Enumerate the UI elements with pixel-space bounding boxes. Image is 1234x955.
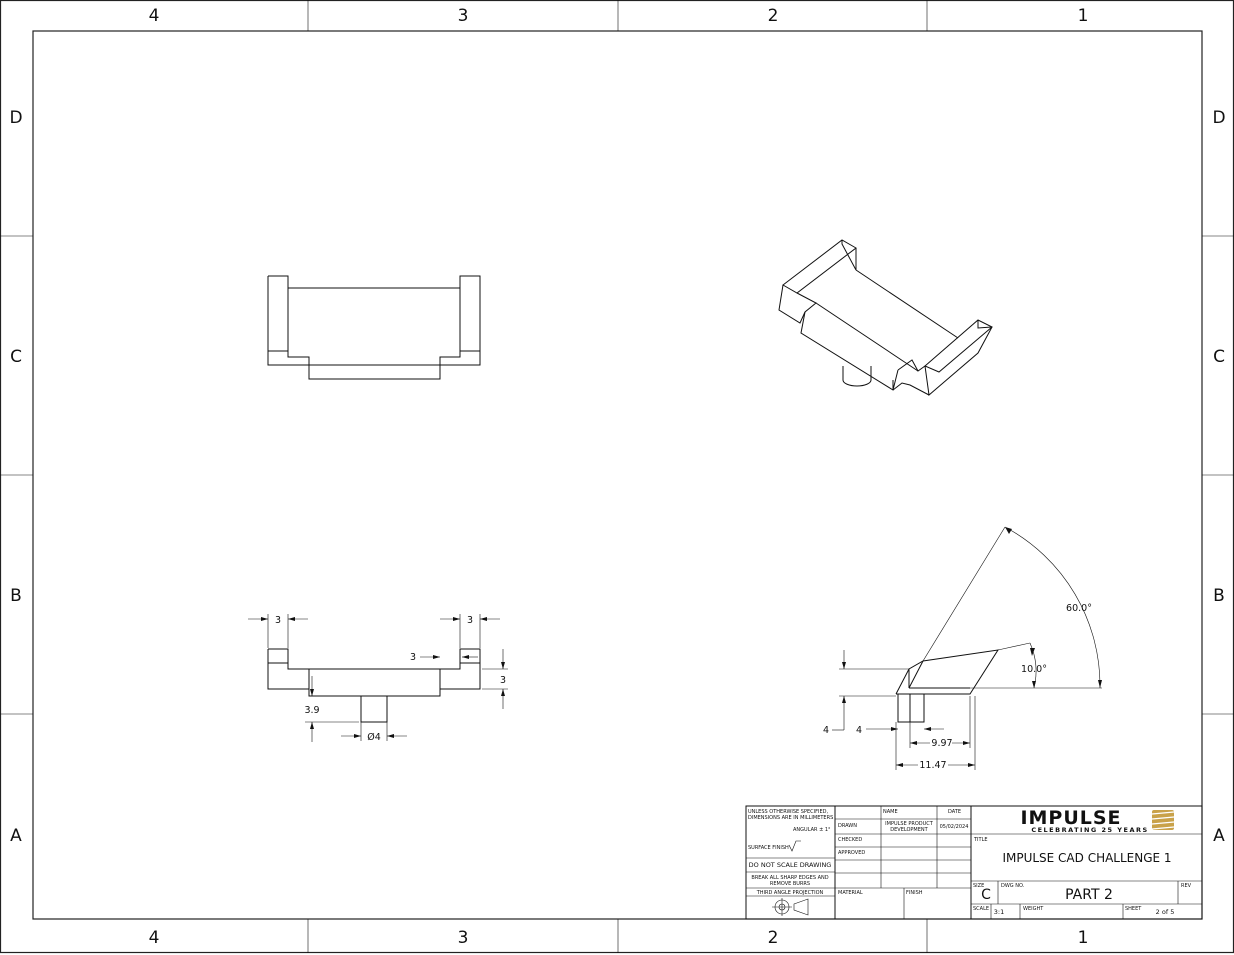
dim-3-right: 3 <box>467 615 473 626</box>
drawn-date: 05/02/2024 <box>940 824 969 830</box>
dwg-no-label: DWG NO. <box>1001 883 1025 889</box>
impulse-logo: IMPULSE CELEBRATING 25 YEARS <box>1020 807 1175 834</box>
zone-row-left-d: D <box>9 108 22 128</box>
dim-angle-10: 10.0° <box>1021 664 1047 675</box>
dim-dia-4: Ø4 <box>367 732 381 743</box>
col-name-label: NAME <box>883 809 898 815</box>
dim-3-9: 3.9 <box>304 705 319 716</box>
logo-tagline: CELEBRATING 25 YEARS <box>1031 826 1148 834</box>
dim-4-horizontal: 4 <box>856 725 862 736</box>
zone-col-top-4: 4 <box>149 6 160 26</box>
zone-row-left-b: B <box>10 586 22 606</box>
zone-row-left-a: A <box>10 826 22 846</box>
dim-3-left: 3 <box>275 615 281 626</box>
row-approved-label: APPROVED <box>838 850 865 856</box>
scale-value: 3:1 <box>994 908 1004 916</box>
col-date-label: DATE <box>948 809 961 815</box>
tolerance-note-2: DIMENSIONS ARE IN MILLIMETERS <box>748 815 833 821</box>
do-not-scale: DO NOT SCALE DRAWING <box>749 861 832 869</box>
isometric-view <box>778 239 993 396</box>
sheet-number: 2 of 5 <box>1156 908 1175 916</box>
zone-col-bottom-1: 1 <box>1078 928 1089 948</box>
row-drawn-label: DRAWN <box>838 823 857 829</box>
scale-label: SCALE <box>973 906 989 912</box>
size-label: SIZE <box>973 883 984 889</box>
dim-angle-60: 60.0° <box>1066 603 1092 614</box>
zone-col-bottom-3: 3 <box>458 928 469 948</box>
tolerance-note-1: UNLESS OTHERWISE SPECIFIED, <box>748 809 828 815</box>
rev-label: REV <box>1181 883 1192 889</box>
zone-col-top-1: 1 <box>1078 6 1089 26</box>
bottom-view <box>267 648 481 723</box>
zone-col-bottom-2: 2 <box>768 928 779 948</box>
third-angle-projection-icon <box>772 898 809 916</box>
zone-row-right-a: A <box>1213 826 1225 846</box>
weight-label: WEIGHT <box>1023 906 1044 912</box>
side-view <box>895 649 1000 723</box>
side-view-dimensions: 60.0° 10.0° 4 4 9.97 <box>823 526 1102 771</box>
dim-4-vertical: 4 <box>823 725 829 736</box>
surface-finish-label: SURFACE FINISH <box>748 845 789 851</box>
sheet-size: C <box>981 887 991 903</box>
zone-row-left-c: C <box>10 347 22 367</box>
drawing-title: IMPULSE CAD CHALLENGE 1 <box>1002 851 1171 865</box>
dim-3-inner: 3 <box>410 652 416 663</box>
front-view <box>267 275 481 380</box>
logo-wordmark: IMPULSE <box>1020 807 1121 829</box>
zone-col-bottom-4: 4 <box>149 928 160 948</box>
zone-col-top-3: 3 <box>458 6 469 26</box>
drawing-number: PART 2 <box>1065 887 1113 903</box>
zone-row-right-c: C <box>1213 347 1225 367</box>
title-label: TITLE <box>973 837 988 843</box>
projection-label: THIRD ANGLE PROJECTION <box>756 890 824 896</box>
finish-label: FINISH <box>906 890 923 896</box>
angular-tolerance: ANGULAR ± 1° <box>793 827 831 833</box>
drawn-name-2: DEVELOPMENT <box>890 827 928 833</box>
title-block: UNLESS OTHERWISE SPECIFIED, DIMENSIONS A… <box>745 805 1203 920</box>
surface-finish-symbol <box>788 840 801 852</box>
row-checked-label: CHECKED <box>838 837 862 843</box>
drawn-name-1: IMPULSE PRODUCT <box>885 821 934 827</box>
zone-labels: 4 3 2 1 4 3 2 1 D C B A D C B A <box>9 6 1225 948</box>
dim-11-47: 11.47 <box>919 760 946 771</box>
zone-row-right-b: B <box>1213 586 1225 606</box>
dim-3-height: 3 <box>500 675 506 686</box>
break-edges-2: REMOVE BURRS <box>770 881 810 887</box>
bottom-view-dimensions: 3 3 3 3 3.9 Ø4 <box>248 614 508 743</box>
zone-col-top-2: 2 <box>768 6 779 26</box>
material-label: MATERIAL <box>838 890 863 896</box>
break-edges-1: BREAK ALL SHARP EDGES AND <box>751 875 828 881</box>
zone-row-right-d: D <box>1212 108 1225 128</box>
spring-icon <box>1151 810 1175 830</box>
sheet-label: SHEET <box>1125 906 1142 912</box>
dim-9-97: 9.97 <box>931 738 952 749</box>
